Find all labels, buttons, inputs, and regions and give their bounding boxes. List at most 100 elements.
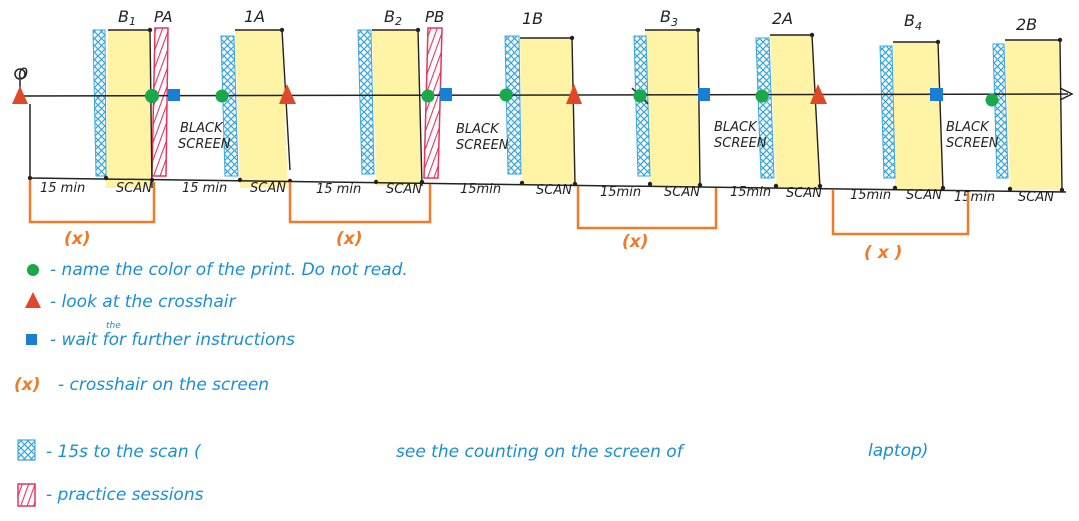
black-screen-label: SCREEN — [714, 136, 767, 151]
crosshair-brackets — [28, 180, 970, 236]
crosshair-label: (x) — [622, 232, 649, 252]
legend-text-crosshair: - crosshair on the screen — [58, 375, 269, 395]
scan-blocks — [106, 30, 1062, 190]
countdown-hatches — [92, 29, 1009, 179]
blue-square-icon — [26, 334, 37, 345]
scan-block-2a — [770, 35, 820, 188]
countdown-hatch — [220, 35, 239, 177]
scan-label: SCAN — [536, 183, 572, 198]
scan-block-b2 — [372, 30, 422, 186]
legend-insert-word: the — [106, 321, 121, 331]
countdown-hatch — [357, 29, 375, 175]
black-screen-label: SCREEN — [178, 137, 231, 152]
block-label-1a: 1A — [244, 7, 265, 26]
green-circle-icon — [27, 264, 39, 276]
red-triangle-icon — [810, 84, 827, 104]
scan-label: SCAN — [116, 181, 152, 196]
block-label-pa: PA — [154, 8, 173, 26]
crosshair-label: ( x ) — [864, 243, 902, 263]
green-circle-icon — [633, 89, 647, 103]
red-triangle-icon — [566, 84, 582, 104]
timeline-arrow-icon — [1059, 87, 1074, 101]
legend: - name the color of the print. Do not re… — [14, 260, 928, 507]
countdown-hatch — [633, 35, 651, 177]
start-circle-icon — [14, 68, 26, 80]
countdown-hatch — [504, 35, 522, 175]
legend-text-hatch: - 15s to the scan ( — [46, 442, 202, 462]
orange-x-label: (x) — [14, 375, 41, 395]
black-screen-label: SCREEN — [456, 138, 509, 153]
block-label-2b: 2B — [1016, 15, 1037, 34]
scan-label: SCAN — [386, 182, 422, 197]
block-label-b3: B3 — [660, 7, 678, 29]
green-circle-icon — [985, 93, 999, 107]
practice-strip-pa — [151, 27, 169, 177]
legend-text-practice: - practice sessions — [46, 485, 204, 505]
crosshair-labels: (x) (x) (x) ( x ) — [64, 229, 902, 263]
scan-label: SCAN — [1018, 190, 1054, 205]
green-circle-icon — [755, 89, 769, 103]
scan-block-b3 — [645, 30, 700, 186]
scan-label: SCAN — [906, 188, 942, 203]
legend-text-red: - look at the crosshair — [50, 292, 236, 312]
black-screen-label: BLACK — [714, 120, 758, 135]
black-screen-label: BLACK — [456, 122, 500, 137]
scan-block-2b — [1005, 40, 1062, 190]
block-label-1b: 1B — [522, 9, 543, 28]
scan-block-1a — [235, 30, 288, 188]
green-circle-icon — [145, 89, 159, 103]
black-screen-label: BLACK — [180, 121, 224, 136]
legend-text-hatch-note: see the counting on the screen of — [396, 442, 686, 462]
countdown-hatch — [92, 29, 107, 177]
blue-square-icon — [440, 88, 452, 101]
start-label: 0 — [18, 64, 28, 83]
scan-label: SCAN — [664, 185, 700, 200]
scan-label: SCAN — [786, 186, 822, 201]
red-triangle-icon — [12, 86, 28, 104]
legend-text-blue: - wait for further instructions — [50, 330, 295, 350]
scan-block-1b — [520, 38, 575, 184]
crosshair-bracket — [28, 180, 156, 224]
crosshair-bracket — [288, 182, 432, 224]
scan-block-b1 — [106, 30, 152, 188]
crosshair-bracket — [831, 190, 970, 236]
duration-label: 15min — [954, 190, 995, 205]
duration-label: 15min — [850, 188, 891, 203]
blue-square-icon — [930, 88, 943, 101]
legend-text-hatch-laptop: laptop) — [868, 441, 928, 461]
block-label-2a: 2A — [772, 9, 793, 28]
block-label-b1: B1 — [118, 7, 136, 28]
scan-block-b4 — [893, 42, 943, 190]
practice-strip-pb — [423, 27, 443, 179]
duration-labels: 15 min SCAN 15 min SCAN 15 min SCAN 15mi… — [40, 181, 1054, 205]
blue-square-icon — [698, 88, 710, 101]
blue-square-icon — [168, 89, 180, 101]
pink-hatch-icon — [17, 483, 36, 507]
green-circle-icon — [215, 89, 229, 103]
crosshair-bracket — [576, 186, 718, 230]
green-circle-icon — [421, 89, 435, 103]
duration-label: 15 min — [40, 181, 85, 196]
legend-text-green: - name the color of the print. Do not re… — [50, 260, 408, 280]
practice-strips — [151, 27, 443, 179]
countdown-hatch — [755, 37, 775, 179]
black-screen-labels: BLACK SCREEN BLACK SCREEN BLACK SCREEN B… — [178, 120, 999, 153]
block-labels: 0 B1 PA 1A B2 PB 1B B3 2A B4 2B — [18, 7, 1037, 83]
crosshair-label: (x) — [64, 229, 91, 249]
duration-label: 15min — [460, 182, 501, 197]
duration-label: 15min — [600, 185, 641, 200]
red-triangle-icon — [279, 84, 296, 104]
black-screen-label: BLACK — [946, 120, 990, 135]
green-circle-icon — [499, 88, 513, 102]
scan-label: SCAN — [250, 181, 286, 196]
timeline-markers — [12, 84, 999, 107]
duration-label: 15 min — [316, 182, 361, 197]
duration-label: 15 min — [182, 181, 227, 196]
timeline-line — [19, 93, 1069, 97]
block-label-b2: B2 — [384, 7, 402, 28]
crosshair-label: (x) — [336, 229, 363, 249]
countdown-hatch — [879, 45, 896, 179]
block-label-pb: PB — [425, 8, 444, 26]
black-screen-label: SCREEN — [946, 136, 999, 151]
countdown-hatch — [992, 43, 1009, 179]
